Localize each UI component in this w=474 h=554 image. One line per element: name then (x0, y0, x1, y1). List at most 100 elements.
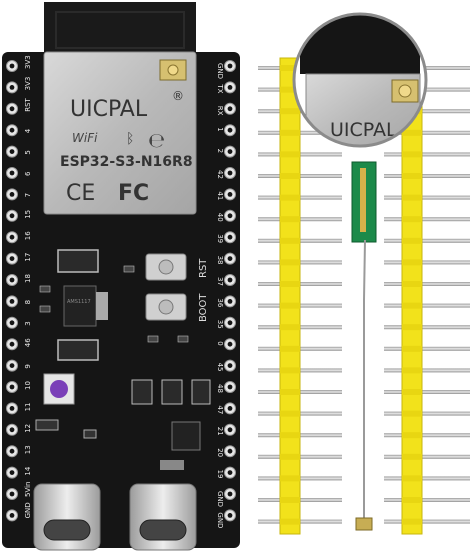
pin-hole-center (227, 470, 233, 475)
pin-hole-center (9, 213, 15, 219)
antenna-trace (360, 168, 366, 232)
header-slot (402, 453, 422, 460)
header-slot (402, 410, 422, 417)
module-fc: FC (118, 181, 149, 206)
left-pin-label: 6 (24, 171, 32, 176)
left-pin-label: 14 (24, 466, 32, 475)
pin-hole-center (227, 127, 233, 133)
pin-hole-center (9, 341, 15, 347)
header-pin (384, 260, 470, 265)
header-pin (384, 217, 470, 222)
right-pin-label: 48 (216, 384, 224, 393)
pin-hole-center (227, 63, 233, 69)
reset-button-cap (158, 299, 174, 315)
header-pin (384, 433, 470, 438)
header-slot (402, 432, 422, 439)
right-pin-label: 47 (216, 405, 224, 414)
header-slot (280, 410, 300, 417)
header-pin (384, 498, 470, 502)
pin-hole-center (9, 384, 15, 390)
right-pin-label: 2 (216, 149, 224, 153)
pin-hole-center (9, 491, 15, 497)
pin-hole-center (227, 234, 233, 240)
header-slot (280, 129, 300, 136)
pin-hole-center (227, 106, 233, 112)
pin-hole-center (227, 277, 233, 283)
pin-hole-center (227, 513, 233, 518)
header-slot (280, 108, 300, 115)
header-slot (280, 367, 300, 374)
right-pin-label: 1 (216, 127, 224, 131)
resistor (147, 335, 159, 343)
module-shield (43, 51, 197, 215)
header-pin (384, 66, 470, 70)
header-slot (280, 389, 300, 395)
zoom-brand: UICPAL (330, 119, 397, 141)
chip-text: AMS1117 (67, 299, 91, 305)
header-slot (280, 497, 300, 503)
header-slot (402, 151, 422, 158)
header-slot (280, 432, 300, 439)
right-pin-label: 35 (216, 320, 224, 329)
header-slot (280, 151, 300, 158)
pin-hole-center (227, 256, 233, 261)
right-pin-label: 37 (216, 277, 224, 286)
pin-hole-center (227, 170, 233, 176)
resistor (39, 285, 51, 293)
pin-hole-center (227, 213, 233, 219)
module-model: ESP32-S3-N16R8 (60, 154, 193, 170)
pin-hole-center (9, 149, 15, 155)
header-slot (402, 216, 422, 223)
left-pin-label: 15 (24, 210, 32, 219)
pin-hole-center (9, 277, 15, 283)
usb-c-opening (139, 519, 187, 541)
header-slot (402, 281, 422, 287)
zoom-inset: UICPAL (292, 12, 428, 148)
pin-hole-center (227, 299, 233, 304)
module-antenna-trace (55, 11, 185, 49)
crystal (160, 460, 184, 470)
header-slot (280, 259, 300, 266)
pin-hole-center (9, 85, 15, 90)
module-brand: UICPAL (70, 97, 148, 122)
left-pin-label: 17 (24, 253, 32, 262)
diode (161, 379, 183, 405)
header-slot (280, 237, 300, 244)
bluetooth-icon: ᛒ (126, 131, 134, 147)
pin-hole-center (227, 363, 233, 368)
header-slot (280, 475, 300, 482)
header-slot (280, 453, 300, 460)
pin-hole-center (9, 234, 15, 240)
right-pin-label: 36 (216, 298, 224, 307)
boot-button-cap (158, 259, 174, 275)
left-pin-label: 11 (24, 402, 32, 411)
header-pin (384, 152, 470, 157)
pin-hole-center (9, 106, 15, 112)
header-slot (280, 216, 300, 223)
module-wifi: WiFi (72, 131, 98, 145)
right-pin-label: TX (216, 83, 224, 93)
ldo-tab (96, 292, 108, 320)
header-pin (384, 130, 470, 135)
header-pin (384, 454, 470, 459)
header-slot (280, 86, 300, 93)
pin-hole-center (9, 320, 15, 326)
right-pin-label: GND (216, 491, 224, 507)
header-slot (280, 345, 300, 352)
header-slot (280, 173, 300, 179)
diode (191, 379, 211, 405)
left-pin-label: 13 (24, 445, 32, 454)
pin-hole-center (9, 427, 15, 433)
header-pin (384, 109, 470, 114)
header-slot (402, 475, 422, 482)
header-pin (384, 390, 470, 394)
header-slot (280, 302, 300, 309)
header-slot (280, 194, 300, 201)
pin-hole-center (227, 341, 233, 347)
smd-part (35, 419, 59, 431)
right-pin-label: GND (216, 512, 224, 528)
right-pin-label: 40 (216, 213, 224, 222)
left-pin-label: 3V3 (24, 77, 32, 91)
header-pin (384, 282, 470, 286)
header-pin (384, 238, 470, 243)
